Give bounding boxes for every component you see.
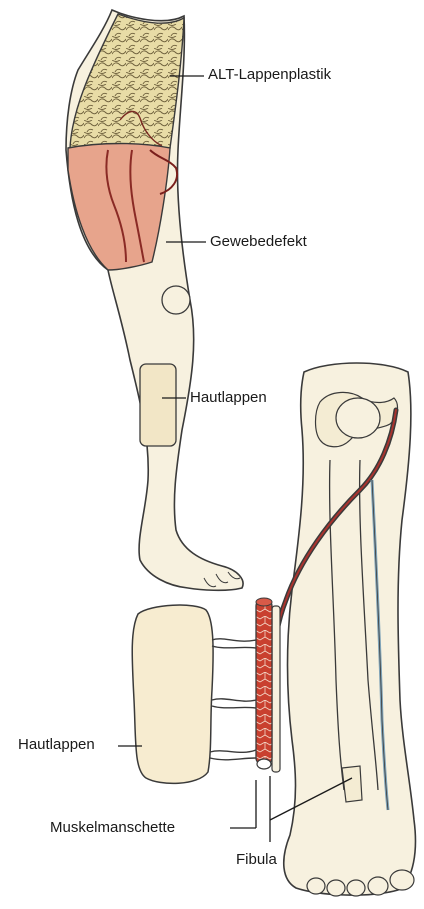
perforator-vessels	[210, 639, 256, 760]
label-skin-flap-thigh: Hautlappen	[190, 389, 267, 407]
skin-flap-lower-leg	[140, 364, 176, 446]
label-tissue-defect: Gewebedefekt	[210, 233, 307, 251]
fibula-bone	[272, 606, 280, 772]
kneecap-shape	[162, 286, 190, 314]
muscle-cuff	[256, 598, 272, 769]
label-alt-flap: ALT-Lappenplastik	[208, 66, 331, 84]
skin-paddle	[132, 605, 213, 783]
lower-leg	[284, 363, 416, 896]
label-skin-flap-paddle: Hautlappen	[18, 736, 95, 754]
alt-flap	[70, 14, 184, 148]
label-muscle-cuff: Muskelmanschette	[50, 819, 175, 837]
label-fibula: Fibula	[236, 851, 277, 869]
